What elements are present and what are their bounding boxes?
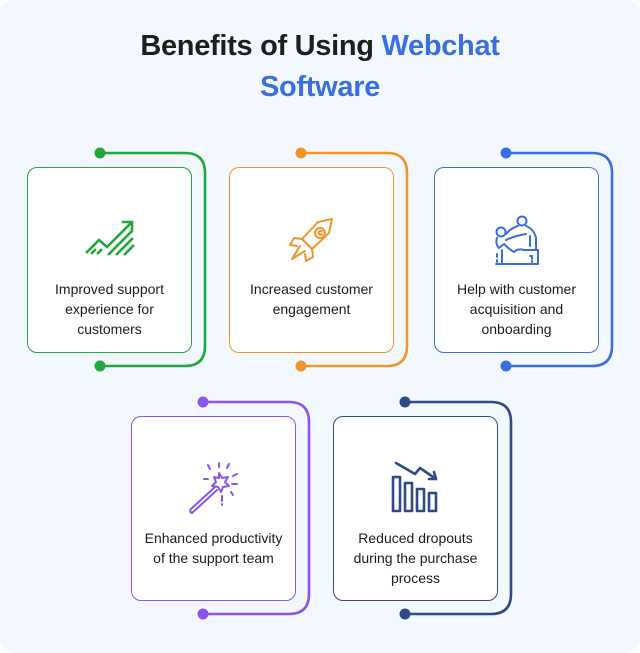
- benefit-label: Increased customer engagement: [250, 281, 373, 317]
- rocket-icon: [288, 218, 333, 262]
- card: Help with customer acquisition and onboa…: [434, 167, 599, 353]
- page-title-line-2: Software: [0, 71, 640, 104]
- benefit-card-increased-engagement: Increased customer engagement: [229, 146, 419, 376]
- benefit-card-reduced-dropouts: Reduced dropouts during the purchase pro…: [333, 395, 523, 625]
- benefit-label: Improved support experience for customer…: [55, 281, 164, 337]
- connector-bracket: [399, 396, 513, 620]
- benefit-card-improved-support: Improved support experience for customer…: [27, 146, 217, 376]
- connector-bracket: [295, 147, 409, 372]
- card: Enhanced productivity of the support tea…: [131, 416, 296, 601]
- title-accent: Webchat: [381, 30, 500, 62]
- connector-bracket: [197, 396, 311, 620]
- benefit-label: Help with customer acquisition and onboa…: [456, 281, 577, 337]
- card: Improved support experience for customer…: [27, 167, 192, 353]
- title-plain: Benefits of Using: [140, 30, 382, 62]
- benefit-label: Enhanced productivity of the support tea…: [144, 530, 283, 566]
- title-accent-2: Software: [259, 71, 381, 103]
- connector-bracket: [500, 147, 614, 372]
- benefit-card-enhanced-productivity: Enhanced productivity of the support tea…: [131, 395, 321, 625]
- magic-wand-icon: [188, 462, 238, 514]
- benefit-card-customer-acquisition: Help with customer acquisition and onboa…: [434, 146, 624, 376]
- card: Reduced dropouts during the purchase pro…: [333, 416, 498, 601]
- connector-bracket: [94, 147, 207, 372]
- helping-hand-climb-icon: [494, 215, 539, 265]
- card: Increased customer engagement: [229, 167, 394, 353]
- page-title-line-1: Benefits of Using Webchat: [0, 30, 640, 63]
- benefit-label: Reduced dropouts during the purchase pro…: [353, 530, 478, 586]
- declining-bar-chart-icon: [391, 461, 437, 513]
- trending-up-chart-icon: [84, 220, 135, 256]
